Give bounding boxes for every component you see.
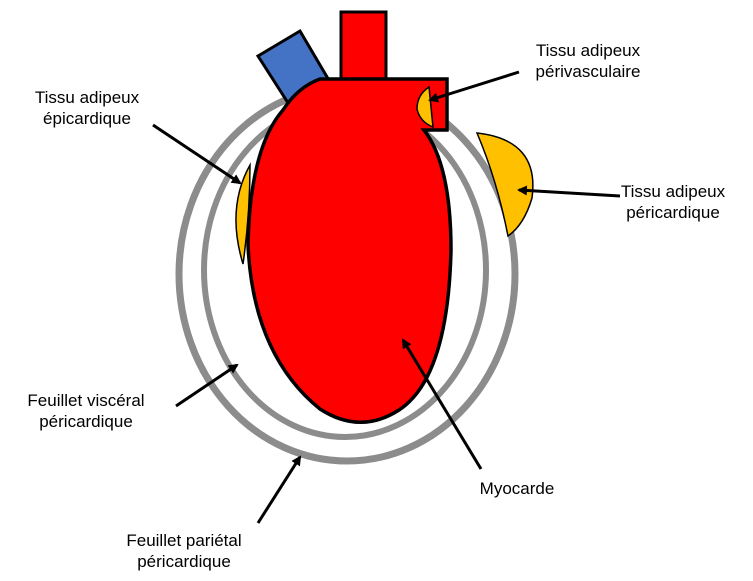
label-myocardium: Myocarde [452,478,582,499]
pericardial-fat-deposit [477,133,533,236]
label-visceral-layer: Feuillet viscéral péricardique [0,390,172,432]
label-perivascular-fat: Tissu adipeux périvasculaire [508,40,668,82]
artery-vessel [341,12,386,86]
label-epicardial-fat: Tissu adipeux épicardique [8,87,166,129]
epicardial-fat-arrow [153,125,240,183]
label-parietal-layer: Feuillet pariétal péricardique [96,530,272,572]
parietal-layer-arrow [258,457,300,523]
label-pericardial-fat: Tissu adipeux péricardique [598,181,748,223]
